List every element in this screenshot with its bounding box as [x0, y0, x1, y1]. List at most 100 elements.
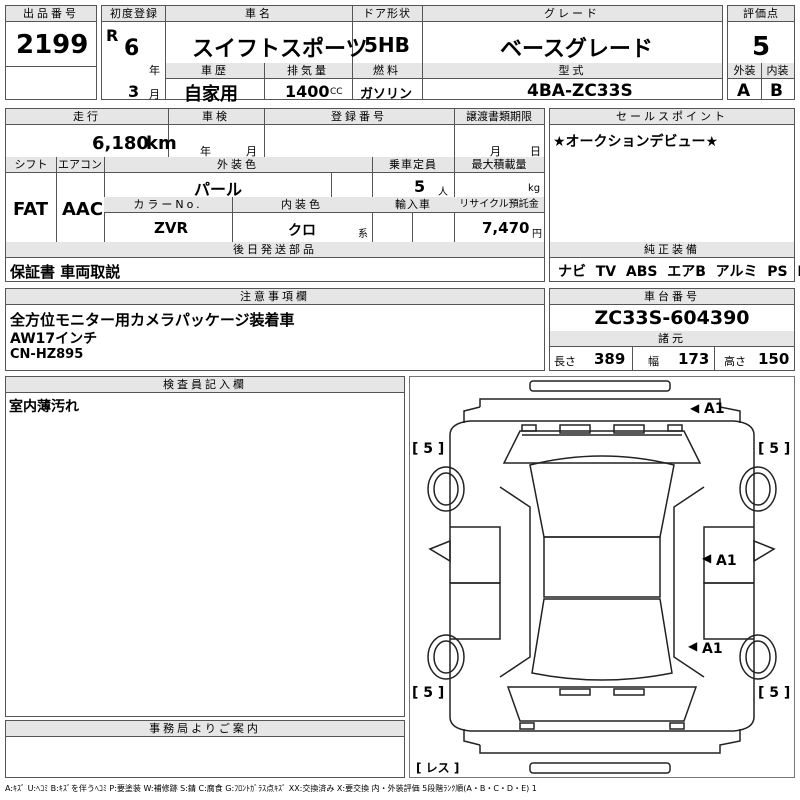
exterior-grade: A: [737, 81, 751, 101]
history-header: 車歴: [166, 63, 264, 79]
inspection-header: 車検: [168, 109, 264, 125]
mileage-unit: km: [146, 133, 177, 154]
sales-point-text: ★オークションデビュー★: [553, 134, 719, 150]
lot-header: 出品番号: [6, 6, 96, 22]
equipment-list: ナビ TV ABS エアB アルミ PS PW: [558, 261, 800, 281]
damage-mark-mid: A1: [716, 553, 737, 569]
inspector-box: 検査員記入欄 室内薄汚れ: [5, 376, 405, 717]
main-info-box: 走行 車検 登録番号 譲渡書類期限 6,180 km 年 月 月 日 シフト エ…: [5, 108, 545, 282]
int-color-unit: 系: [358, 229, 368, 240]
chassis-box: 車台番号 ZC33S-604390 諸元 長さ 389 幅 173 高さ 150: [549, 288, 795, 371]
mileage-header: 走行: [6, 109, 168, 125]
width-label: 幅: [648, 355, 659, 368]
reg-month-unit: 月: [149, 88, 160, 101]
color-no-value: ZVR: [154, 219, 189, 237]
inspection-month-unit: 月: [246, 145, 257, 158]
equip-tv: TV: [595, 264, 617, 280]
ext-color-value: パール: [194, 180, 243, 199]
score-header: 評価点: [728, 6, 794, 22]
mileage-value: 6,180: [92, 133, 149, 154]
tire-fl-label: [ 5 ]: [412, 441, 445, 457]
capacity-unit: 人: [438, 187, 448, 198]
damage-arrow-low: ◀: [688, 639, 698, 653]
later-parts-value: 保証書 車両取説: [10, 263, 121, 281]
notes-header: 注意事項欄: [6, 289, 544, 305]
office-box: 事務局よりご案内: [5, 720, 405, 778]
fuel-value: ガソリン: [360, 87, 413, 102]
displacement-unit: CC: [330, 87, 343, 97]
grade-header: グレード: [422, 6, 722, 22]
score-value: 5: [752, 32, 771, 62]
max-load-unit: kg: [528, 183, 541, 194]
displacement-value: 1400: [285, 82, 330, 101]
reg-year-unit: 年: [149, 64, 160, 77]
transfer-day-unit: 日: [530, 145, 541, 158]
equip-pw: PW: [797, 264, 800, 280]
notes-line-2: AW17インチ: [10, 331, 98, 347]
import-header: 輸入車: [372, 197, 454, 213]
transfer-month-unit: 月: [490, 145, 501, 158]
displacement-header: 排気量: [264, 63, 352, 79]
damage-mark-low: A1: [702, 641, 723, 657]
ext-color-header: 外装色: [104, 157, 372, 173]
car-name-header: 車名: [166, 6, 352, 22]
chassis-value: ZC33S-604390: [594, 307, 750, 329]
reg-month: 3: [128, 82, 140, 101]
equip-abs: ABS: [625, 264, 658, 280]
recycle-value: 7,470: [482, 219, 530, 237]
model-value: 4BA-ZC33S: [527, 81, 633, 101]
score-box: 評価点 5 外装 内装 A B: [727, 5, 795, 101]
tire-rr-label: [ 5 ]: [758, 685, 791, 701]
aircon-value: AAC: [62, 199, 104, 220]
inspector-text: 室内薄汚れ: [9, 399, 79, 415]
length-label: 長さ: [554, 355, 576, 368]
car-diagram-box: [ 5 ] [ 5 ] [ 5 ] [ 5 ] A1 A1 A1 ◀ ◀ ◀ […: [409, 376, 795, 778]
car-name-value: スイフトスポーツ: [192, 37, 368, 62]
capacity-header: 乗車定員: [372, 157, 454, 173]
damage-mark-top: A1: [704, 401, 725, 417]
chassis-header: 車台番号: [550, 289, 794, 305]
legend-text: A:ｷｽﾞ U:ﾍｺﾐ B:ｷｽﾞを伴うﾍｺﾐ P:要塗装 W:補修跡 S:錆 …: [5, 784, 537, 793]
capacity-value: 5: [414, 177, 426, 196]
door-value: 5HB: [364, 33, 410, 57]
width-value: 173: [678, 350, 710, 368]
height-label: 高さ: [724, 355, 746, 368]
era-label: R: [106, 26, 119, 45]
aircon-header: エアコン: [56, 157, 104, 173]
height-value: 150: [758, 350, 790, 368]
sales-point-header: セールスポイント: [550, 109, 794, 125]
damage-arrow-top: ◀: [690, 401, 700, 415]
grade-value: ベースグレード: [500, 37, 653, 62]
spare-label: [ レス ]: [416, 761, 460, 775]
door-header: ドア形状: [352, 6, 422, 22]
recycle-unit: 円: [532, 229, 542, 240]
tire-fr-label: [ 5 ]: [758, 441, 791, 457]
notes-box: 注意事項欄 全方位モニター用カメラパッケージ装着車 AW17インチ CN-HZ8…: [5, 288, 545, 371]
inspection-year-unit: 年: [200, 145, 211, 158]
int-color-header: 内装色: [232, 197, 372, 213]
first-reg-header: 初度登録: [102, 6, 166, 22]
damage-arrow-mid: ◀: [702, 551, 712, 565]
inspector-header: 検査員記入欄: [6, 377, 404, 393]
color-no-header: カラーNo.: [104, 197, 232, 213]
notes-line-1: 全方位モニター用カメラパッケージ装着車: [10, 311, 295, 329]
transfer-header: 譲渡書類期限: [454, 109, 544, 125]
fuel-header: 燃料: [352, 63, 422, 79]
equip-ps: PS: [767, 264, 788, 280]
length-value: 389: [594, 350, 626, 368]
registration-header: 登録番号: [264, 109, 454, 125]
notes-line-3: CN-HZ895: [10, 347, 84, 362]
shift-header: シフト: [6, 157, 56, 173]
shift-value: FAT: [13, 199, 49, 220]
exterior-header: 外装: [728, 63, 761, 79]
sales-point-box: セールスポイント ★オークションデビュー★ 純正装備 ナビ TV ABS エアB…: [549, 108, 800, 282]
recycle-header: リサイクル預託金: [454, 197, 544, 213]
max-load-header: 最大積載量: [454, 157, 544, 173]
reg-year: 6: [124, 36, 140, 61]
equip-alloy: アルミ: [715, 264, 758, 280]
later-parts-header: 後日発送部品: [6, 242, 544, 258]
interior-header: 内装: [761, 63, 794, 79]
tire-rl-label: [ 5 ]: [412, 685, 445, 701]
vehicle-top-box: 初度登録 車名 ドア形状 グレード R 6 年 スイフトスポーツ 5HB ベース…: [101, 5, 723, 105]
office-header: 事務局よりご案内: [6, 721, 404, 737]
